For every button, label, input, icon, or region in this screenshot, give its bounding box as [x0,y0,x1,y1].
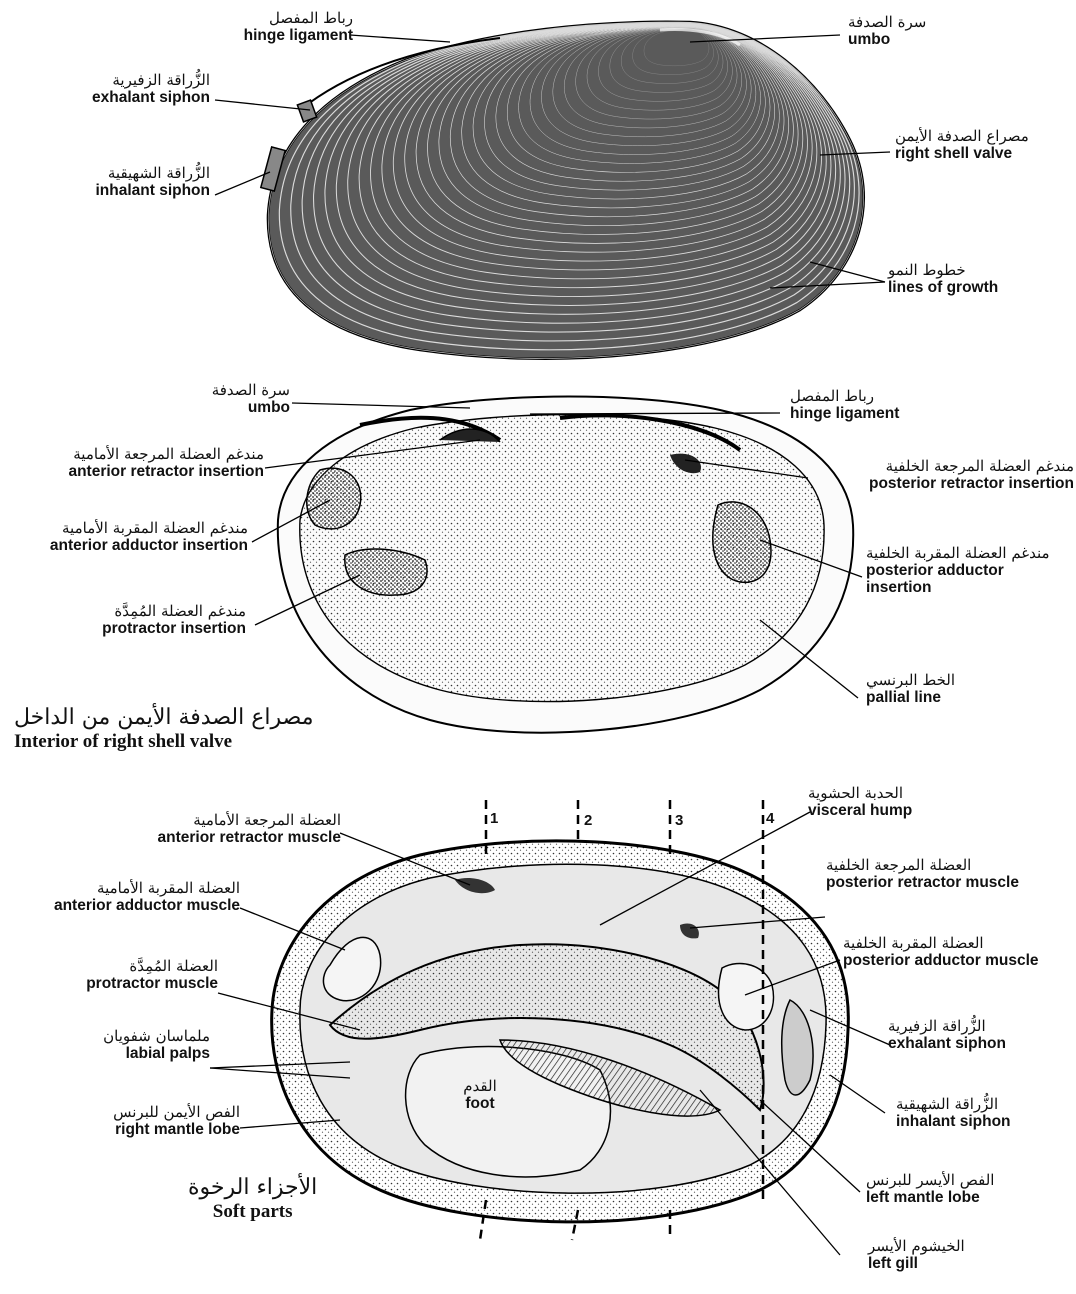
label-en: foot [450,1095,510,1112]
label-ar: مصراع الصدفة الأيمن [895,128,1029,145]
label-en: posterior retractor insertion [869,475,1074,492]
label-right-mantle-lobe: الفص الأيمن للبرنس right mantle lobe [113,1104,240,1138]
label-en: left gill [868,1255,965,1272]
label-en: lines of growth [888,279,998,296]
title-en: Soft parts [188,1201,317,1222]
label-ar: سرة الصدفة [212,382,290,399]
label-ar: الزُّراقة الزفيرية [888,1018,1006,1035]
soft-parts-drawing [272,800,849,1240]
label-en: right mantle lobe [113,1121,240,1138]
label-en: anterior retractor insertion [68,463,264,480]
label-exhalant-siphon-soft: الزُّراقة الزفيرية exhalant siphon [888,1018,1006,1052]
label-right-shell-valve: مصراع الصدفة الأيمن right shell valve [895,128,1029,162]
label-ar: مندغم العضلة المقربة الأمامية [50,520,248,537]
label-en: labial palps [103,1045,210,1062]
label-hinge-ligament-top: رباط المفصل hinge ligament [244,10,353,44]
label-en: visceral hump [808,802,912,819]
label-en: hinge ligament [790,405,899,422]
label-anterior-retractor-insertion: مندغم العضلة المرجعة الأمامية anterior r… [68,446,264,480]
label-en: umbo [848,31,926,48]
label-ar: مندغم العضلة المرجعة الأمامية [68,446,264,463]
label-en: left mantle lobe [866,1189,994,1206]
label-en: anterior retractor muscle [158,829,342,846]
label-en: anterior adductor muscle [54,897,240,914]
label-anterior-adductor-insertion: مندغم العضلة المقربة الأمامية anterior a… [50,520,248,554]
label-anterior-adductor-muscle: العضلة المقربة الأمامية anterior adducto… [54,880,240,914]
label-ar: العضلة المُمِدَّة [86,958,218,975]
label-ar: الفص الأيسر للبرنس [866,1172,994,1189]
label-en: posterior retractor muscle [826,874,1019,891]
label-labial-palps: ملماسان شفويان labial palps [103,1028,210,1062]
label-posterior-adductor-muscle: العضلة المقربة الخلفية posterior adducto… [843,935,1039,969]
label-ar: الخيشوم الأيسر [868,1238,965,1255]
section-number: 1 [490,810,498,827]
label-ar: رباط المفصل [244,10,353,27]
interior-title: مصراع الصدفة الأيمن من الداخل Interior o… [14,706,313,752]
label-en: exhalant siphon [92,89,210,106]
label-ar: العضلة المرجعة الأمامية [158,812,342,829]
label-ar: الزُّراقة الزفيرية [92,72,210,89]
label-posterior-retractor-muscle: العضلة المرجعة الخلفية posterior retract… [826,857,1019,891]
label-ar: مندغم العضلة المرجعة الخلفية [869,458,1074,475]
label-en: umbo [212,399,290,416]
label-ar: العضلة المقربة الأمامية [54,880,240,897]
label-ar: العضلة المرجعة الخلفية [826,857,1019,874]
label-umbo-interior: سرة الصدفة umbo [212,382,290,416]
label-ar: ملماسان شفويان [103,1028,210,1045]
label-ar: مندغم العضلة المقربة الخلفية [866,545,1050,562]
label-pallial-line: الخط البرنسي pallial line [866,672,955,706]
label-ar: القدم [450,1078,510,1095]
label-anterior-retractor-muscle: العضلة المرجعة الأمامية anterior retract… [158,812,342,846]
label-umbo-top: سرة الصدفة umbo [848,14,926,48]
title-en: Interior of right shell valve [14,731,313,752]
section-number: 2 [584,812,592,829]
label-posterior-adductor-insertion: مندغم العضلة المقربة الخلفية posterior a… [866,545,1050,597]
label-foot: القدم foot [450,1078,510,1112]
label-en: right shell valve [895,145,1029,162]
label-ar: سرة الصدفة [848,14,926,31]
label-en: anterior adductor insertion [50,537,248,554]
shell-interior-drawing [278,397,853,733]
title-ar: مصراع الصدفة الأيمن من الداخل [14,706,313,731]
label-lines-of-growth: خطوط النمو lines of growth [888,262,998,296]
label-protractor-insertion: مندغم العضلة المُمِدَّة protractor inser… [102,603,246,637]
label-ar: رباط المفصل [790,388,899,405]
label-left-mantle-lobe: الفص الأيسر للبرنس left mantle lobe [866,1172,994,1206]
label-ar: الخط البرنسي [866,672,955,689]
label-en: exhalant siphon [888,1035,1006,1052]
label-ar: الحدبة الحشوية [808,785,912,802]
label-hinge-ligament-interior: رباط المفصل hinge ligament [790,388,899,422]
label-en: pallial line [866,689,955,706]
label-inhalant-siphon-soft: الزُّراقة الشهيقية inhalant siphon [896,1096,1011,1130]
label-ar: الزُّراقة الشهيقية [95,165,210,182]
label-en: posterior adductor muscle [843,952,1039,969]
label-en: posterior adductor [866,562,1050,579]
label-en: protractor muscle [86,975,218,992]
label-ar: الزُّراقة الشهيقية [896,1096,1011,1113]
title-ar: الأجزاء الرخوة [188,1176,317,1201]
label-exhalant-siphon-top: الزُّراقة الزفيرية exhalant siphon [92,72,210,106]
label-posterior-retractor-insertion: مندغم العضلة المرجعة الخلفية posterior r… [869,458,1074,492]
label-ar: العضلة المقربة الخلفية [843,935,1039,952]
soft-parts-title: الأجزاء الرخوة Soft parts [188,1176,317,1222]
label-ar: الفص الأيمن للبرنس [113,1104,240,1121]
section-number: 3 [675,812,683,829]
label-ar: خطوط النمو [888,262,998,279]
label-en: insertion [866,579,1050,596]
label-visceral-hump: الحدبة الحشوية visceral hump [808,785,912,819]
label-en: inhalant siphon [896,1113,1011,1130]
label-en: hinge ligament [244,27,353,44]
shell-exterior-drawing [261,22,864,359]
label-ar: مندغم العضلة المُمِدَّة [102,603,246,620]
label-protractor-muscle: العضلة المُمِدَّة protractor muscle [86,958,218,992]
label-en: protractor insertion [102,620,246,637]
label-en: inhalant siphon [95,182,210,199]
section-number: 4 [766,810,774,827]
label-inhalant-siphon-top: الزُّراقة الشهيقية inhalant siphon [95,165,210,199]
label-left-gill: الخيشوم الأيسر left gill [868,1238,965,1272]
